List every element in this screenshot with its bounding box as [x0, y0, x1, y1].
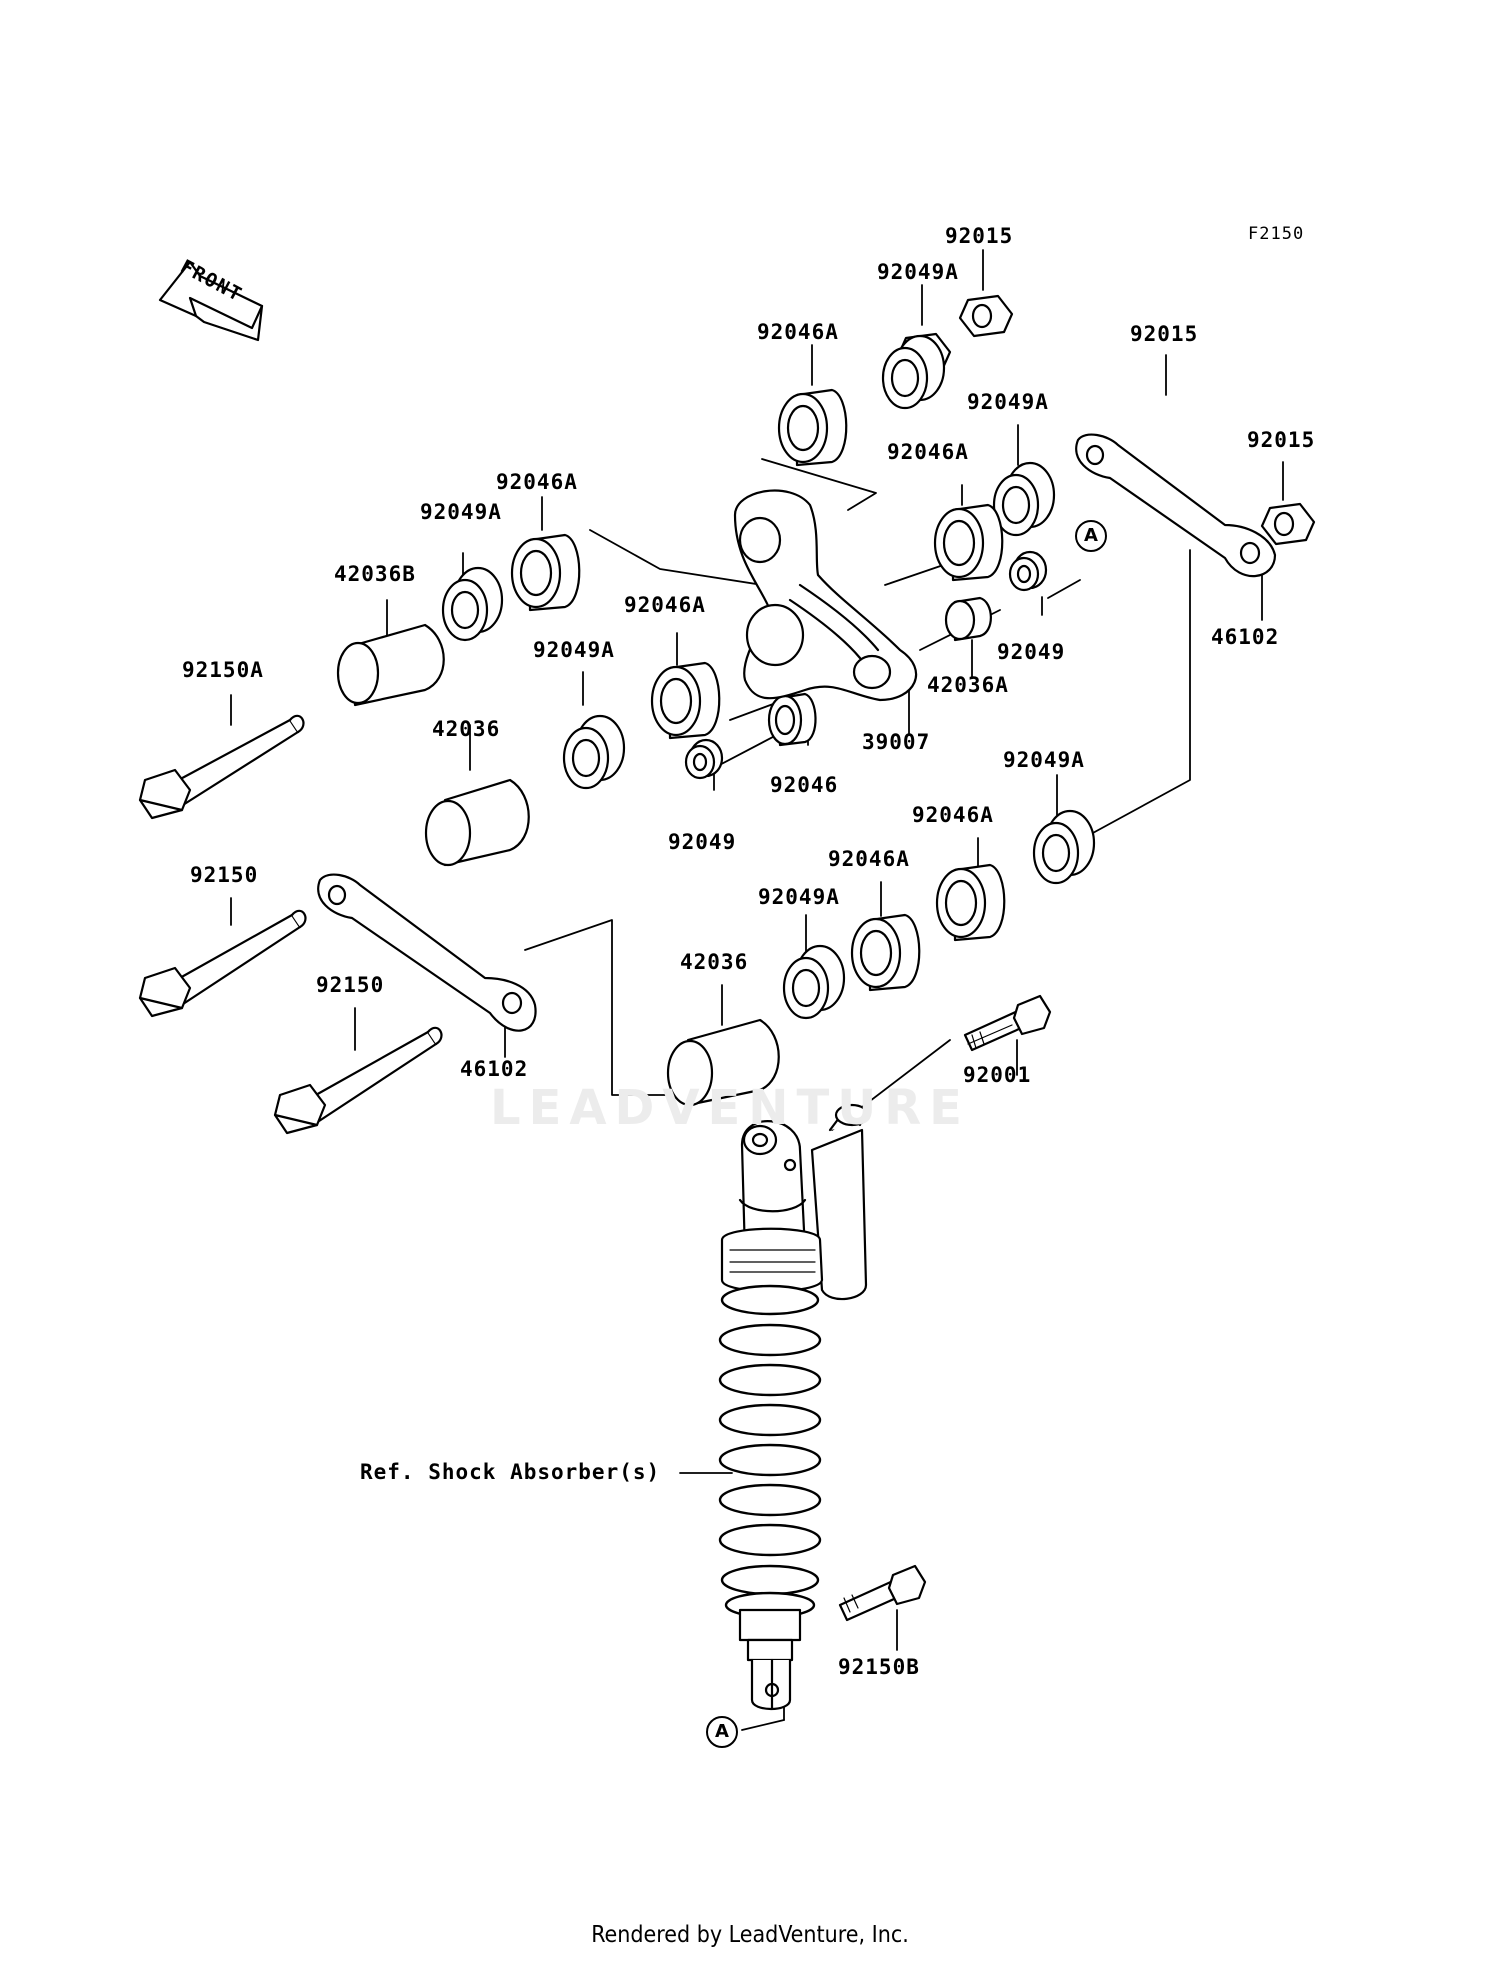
label-46102: 46102: [460, 1057, 529, 1081]
label-92150B: 92150B: [838, 1655, 920, 1679]
label-42036: 42036: [432, 717, 501, 741]
bolt-92150-upper: [138, 909, 307, 1018]
shock-absorber: [718, 1103, 870, 1711]
label-92015: 92015: [945, 224, 1014, 248]
washer-92049-right: [1008, 550, 1048, 592]
bearing-92046A-5: [935, 863, 1006, 942]
label-92150: 92150: [316, 973, 385, 997]
bolt-92150B: [838, 1564, 927, 1622]
watermark: LEADVENTURE: [490, 1080, 970, 1136]
collar-42036-upper: [424, 778, 530, 867]
label-42036A: 42036A: [927, 673, 1009, 697]
nut-92015-right: [1260, 502, 1316, 546]
bolt-92150-lower: [273, 1026, 443, 1135]
bearing-92046A-6: [850, 913, 921, 992]
label-92015: 92015: [1130, 322, 1199, 346]
label-42036B: 42036B: [334, 562, 416, 586]
diagram-code: F2150: [1248, 224, 1305, 244]
bolt-92001: [963, 994, 1052, 1052]
label-92049: 92049: [668, 830, 737, 854]
bearing-92046: [767, 692, 817, 747]
nut-92015-top: [958, 294, 1014, 338]
collar-92049A-4: [562, 714, 626, 790]
collar-42036A: [944, 596, 992, 642]
label-92046A: 92046A: [624, 593, 706, 617]
collar-92049A-1: [881, 334, 946, 410]
tie-rod-46102-lower: [317, 873, 537, 1032]
collar-42036B: [336, 623, 445, 707]
label-92150A: 92150A: [182, 658, 264, 682]
bolt-92150A: [138, 714, 305, 820]
collar-92049A-6: [782, 944, 846, 1020]
rocker-arm-39007: [733, 489, 918, 702]
washer-92049-left: [684, 738, 724, 780]
label-92046A: 92046A: [496, 470, 578, 494]
collar-92049A-2: [992, 461, 1056, 537]
label-92150: 92150: [190, 863, 259, 887]
label-42036: 42036: [680, 950, 749, 974]
label-92046A: 92046A: [887, 440, 969, 464]
footer-credit: Rendered by LeadVenture, Inc.: [591, 1922, 909, 1948]
bearing-92046A-2: [933, 503, 1004, 582]
label-92046A: 92046A: [828, 847, 910, 871]
tie-rod-46102-upper: [1075, 433, 1277, 578]
label-92049A: 92049A: [533, 638, 615, 662]
label-92049A: 92049A: [420, 500, 502, 524]
label-92001: 92001: [963, 1063, 1032, 1087]
label-92049A: 92049A: [967, 390, 1049, 414]
label-92049A: 92049A: [1003, 748, 1085, 772]
label-92049: 92049: [997, 640, 1066, 664]
bearing-92046A-1: [777, 388, 848, 467]
callout-a-upper: A: [1075, 520, 1107, 552]
collar-42036-lower: [666, 1018, 780, 1107]
label-92015: 92015: [1247, 428, 1316, 452]
label-92046A: 92046A: [912, 803, 994, 827]
collar-92049A-3: [441, 566, 504, 642]
callout-a-lower: A: [706, 1716, 738, 1748]
collar-92049A-5: [1032, 809, 1096, 885]
label-92046: 92046: [770, 773, 839, 797]
label-39007: 39007: [862, 730, 931, 754]
label-46102: 46102: [1211, 625, 1280, 649]
bearing-92046A-4: [650, 661, 721, 740]
label-92049A: 92049A: [877, 260, 959, 284]
bearing-92046A-3: [510, 533, 581, 612]
label-92049A: 92049A: [758, 885, 840, 909]
shock-spring: [718, 1284, 822, 1619]
label-ref-shock-absorber: Ref. Shock Absorber(s): [360, 1460, 661, 1484]
front-arrow-icon: [158, 260, 264, 342]
label-92046A: 92046A: [757, 320, 839, 344]
